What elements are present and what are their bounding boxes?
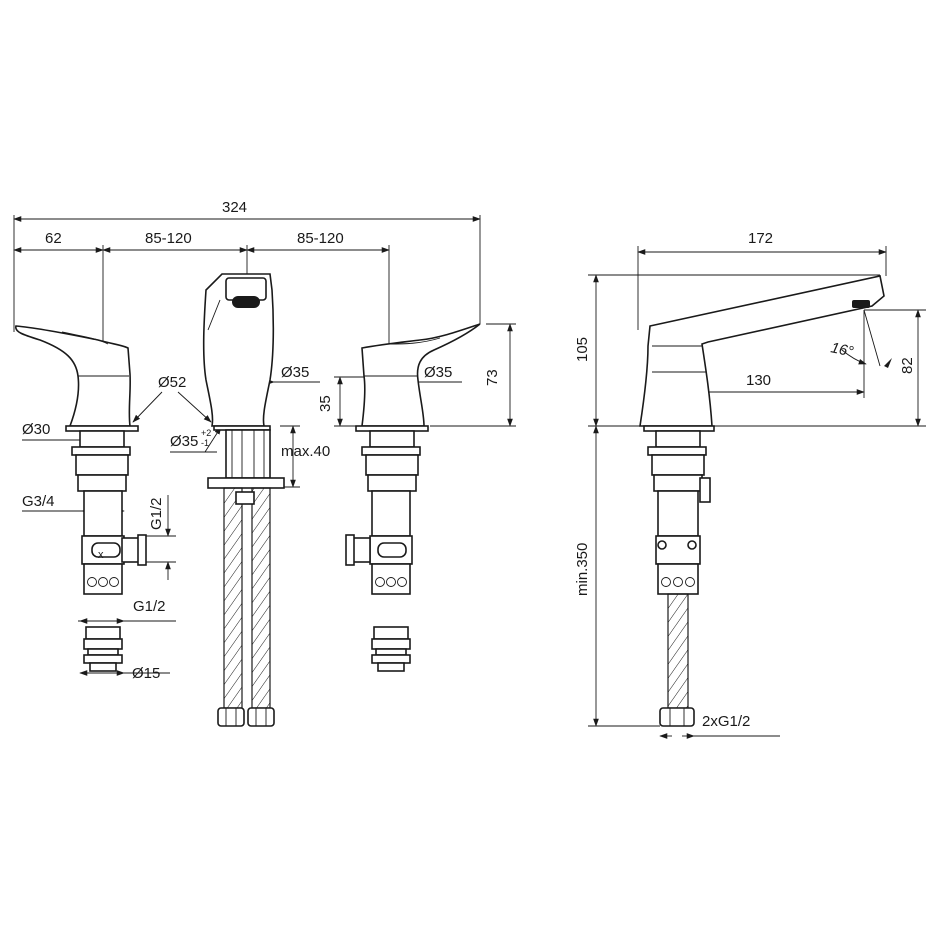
dim-left-offset: 62	[45, 230, 62, 247]
dim-hose-length: min.350	[574, 543, 591, 596]
dim-diameter-15: Ø15	[132, 665, 160, 682]
dim-overall-width: 324	[222, 199, 247, 216]
dim-spout-diameter: Ø35	[281, 364, 309, 381]
dim-side-height: 105	[574, 337, 591, 362]
side-view-mixer	[639, 275, 885, 727]
dim-tol-plus: +2	[201, 428, 211, 438]
dim-max-thickness: max.40	[281, 443, 330, 460]
dim-spacing-right: 85-120	[297, 230, 344, 247]
svg-text:x: x	[98, 549, 104, 561]
dim-hole-diameter-35: Ø35	[170, 433, 198, 450]
dim-hose-thread: 2xG1/2	[702, 713, 750, 730]
right-handle-valve	[345, 323, 481, 672]
dim-base-diameter-52: Ø52	[158, 374, 186, 391]
dim-side-width: 172	[748, 230, 773, 247]
dim-side-reach: 130	[746, 372, 771, 389]
side-dimension-texts: 172 105 130 82 16° min.350 2xG1/2	[574, 230, 916, 730]
dim-thread-g12-adapter: G1/2	[133, 598, 166, 615]
dim-thread-g12-valve: G1/2	[148, 497, 165, 530]
dim-spout-angle: 16°	[829, 339, 855, 360]
dim-diameter-30: Ø30	[22, 421, 50, 438]
center-spout	[202, 273, 285, 727]
dim-side-spout-height: 82	[899, 357, 916, 374]
dim-handle-diameter: Ø35	[424, 364, 452, 381]
left-handle-valve: x	[15, 325, 147, 672]
dim-spacing-left: 85-120	[145, 230, 192, 247]
side-dimension-lines	[588, 246, 926, 739]
dim-handle-height-35: 35	[317, 395, 334, 412]
dim-tol-minus: -1	[201, 438, 209, 448]
front-dimension-texts: 324 62 85-120 85-120 Ø35 Ø35 Ø52 Ø30 Ø35…	[22, 199, 501, 682]
dim-thread-g34: G3/4	[22, 493, 55, 510]
dim-handle-height-73: 73	[484, 369, 501, 386]
